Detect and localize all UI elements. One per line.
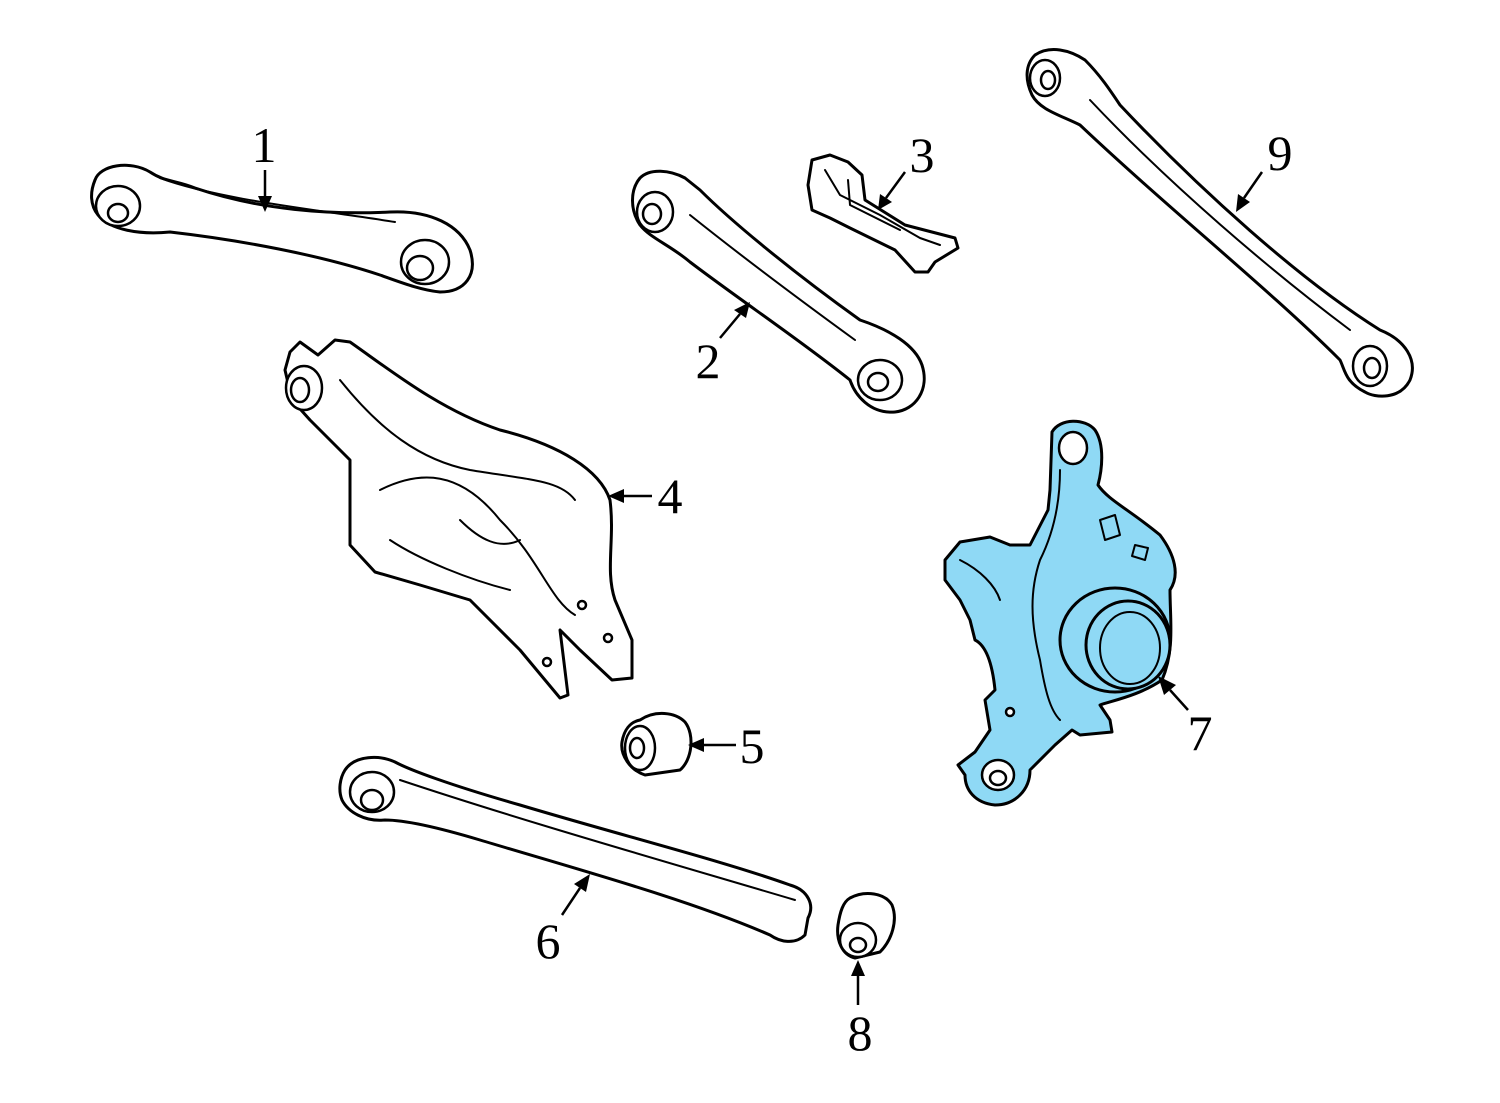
svg-text:4: 4 [658,468,683,524]
svg-text:9: 9 [1268,125,1293,181]
callout-6: 6 [536,874,590,969]
svg-text:2: 2 [696,333,721,389]
svg-text:8: 8 [848,1005,873,1061]
part-4-lower-control-arm[interactable] [283,338,634,700]
callout-3: 3 [878,127,935,210]
part-8-bushing[interactable] [836,892,896,960]
callout-5: 5 [688,718,765,774]
callout-8: 8 [848,960,873,1061]
part-5-bushing[interactable] [620,712,693,777]
svg-text:6: 6 [536,913,561,969]
part-9-link-rod[interactable] [1025,48,1414,398]
callout-9: 9 [1236,125,1293,212]
svg-text:3: 3 [910,127,935,183]
callout-1: 1 [252,117,277,212]
part-1-control-arm[interactable] [90,163,474,294]
part-7-knuckle[interactable] [943,419,1177,807]
callout-7: 7 [1158,676,1213,761]
part-3-bracket[interactable] [806,153,960,274]
callout-4: 4 [608,468,683,524]
part-6-trailing-link[interactable] [338,756,813,943]
callout-2: 2 [696,302,750,389]
svg-text:5: 5 [740,718,765,774]
svg-text:7: 7 [1188,705,1213,761]
part-2-link-arm[interactable] [631,169,926,414]
svg-text:1: 1 [252,117,277,173]
